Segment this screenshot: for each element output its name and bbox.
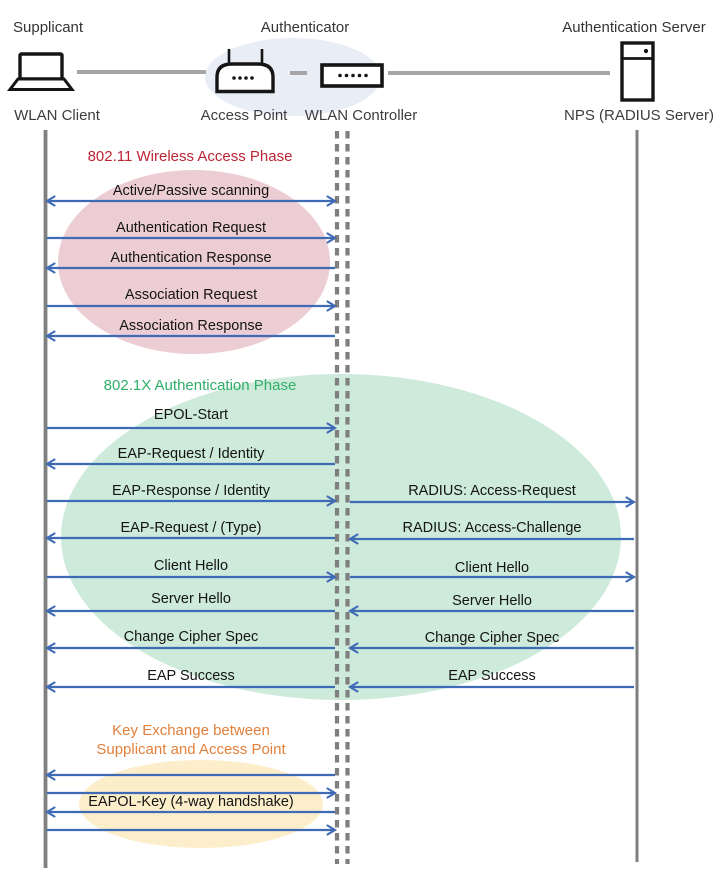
role-authentication-server: Authentication Server	[562, 19, 706, 36]
phase-8021x-ellipse	[61, 374, 621, 700]
message-arrows	[44, 195, 637, 836]
message-label: RADIUS: Access-Request	[408, 483, 576, 499]
message-label: Active/Passive scanning	[112, 183, 270, 199]
topology-links	[77, 70, 610, 75]
message-label: EAPOL-Key (4-way handshake)	[88, 794, 294, 810]
server-icon	[620, 41, 655, 102]
message-label: EAP Success	[448, 668, 536, 684]
message-label: EAP Success	[147, 668, 235, 684]
message-label: Client Hello	[454, 560, 530, 576]
role-supplicant: Supplicant	[13, 19, 84, 36]
node-label-wlan-client: WLAN Client	[14, 107, 100, 124]
phase-title-key-exchange: Key Exchange between Supplicant and Acce…	[96, 722, 286, 758]
phase-title-8021x: 802.1X Authentication Phase	[103, 377, 297, 394]
role-authenticator: Authenticator	[260, 19, 350, 36]
message-label: EAP-Request / (Type)	[120, 520, 262, 536]
key-exchange-ellipse	[79, 760, 323, 848]
node-label-access-point: Access Point	[200, 107, 288, 124]
wlan-controller-icon	[320, 63, 384, 88]
message-label: Association Response	[119, 318, 263, 334]
message-label: Server Hello	[151, 591, 231, 607]
message-label: EAP-Request / Identity	[117, 446, 265, 462]
authenticator-group-ellipse	[205, 38, 381, 116]
node-label-nps-radius-server: NPS (RADIUS Server)	[563, 107, 713, 124]
message-label: Authentication Response	[110, 250, 272, 266]
message-label: Association Request	[124, 287, 258, 303]
message-label: Authentication Request	[116, 220, 266, 236]
node-label-wlan-controller: WLAN Controller	[304, 107, 418, 124]
phase-80211-ellipse	[58, 170, 330, 354]
message-label: Change Cipher Spec	[123, 629, 259, 645]
message-label: EAP-Response / Identity	[112, 483, 270, 499]
phase-title-80211: 802.11 Wireless Access Phase	[87, 148, 293, 165]
message-label: Change Cipher Spec	[424, 630, 560, 646]
message-label: Client Hello	[153, 558, 229, 574]
laptop-icon	[6, 52, 76, 91]
message-label: EPOL-Start	[153, 407, 229, 423]
message-label: Server Hello	[452, 593, 532, 609]
access-point-icon	[215, 49, 275, 94]
message-label: RADIUS: Access-Challenge	[402, 520, 582, 536]
